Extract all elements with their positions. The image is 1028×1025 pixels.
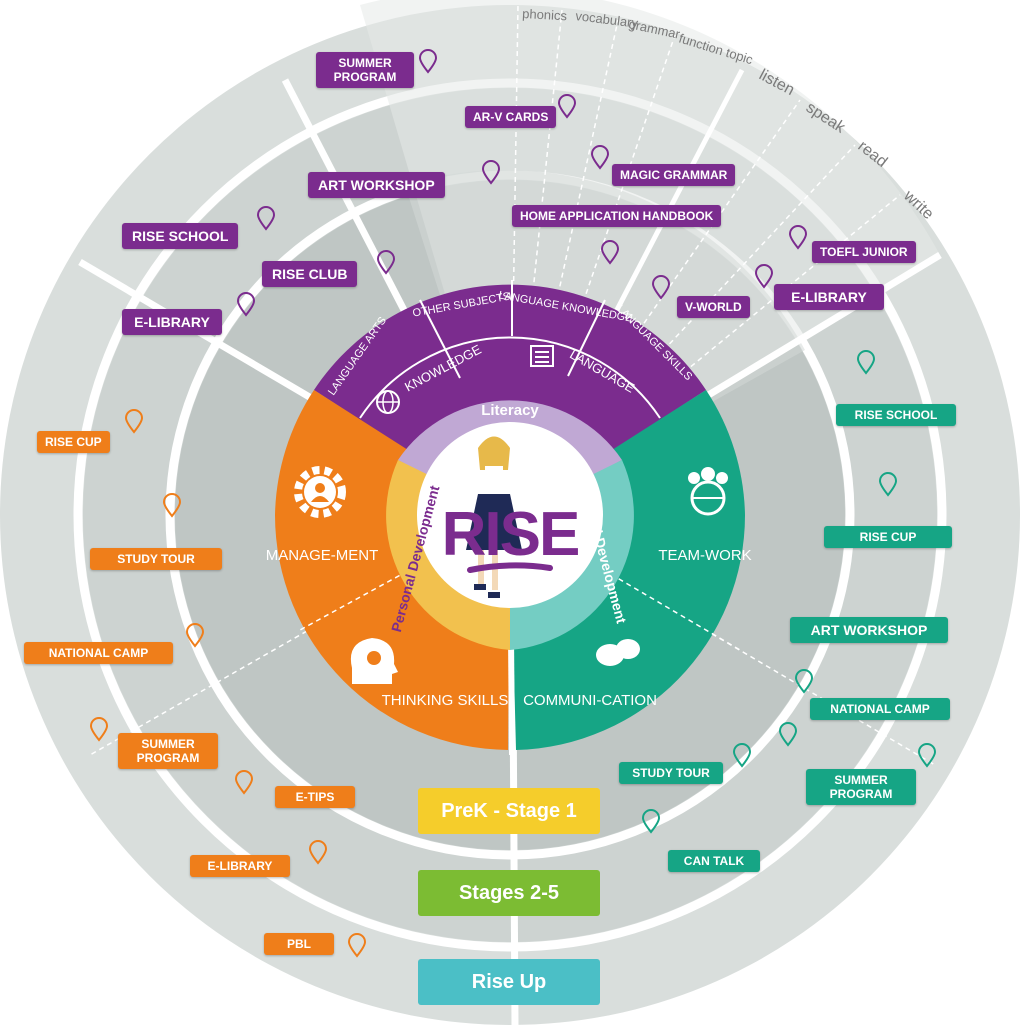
pin-icon: [185, 623, 205, 648]
tag-toefl-junior[interactable]: TOEFL JUNIOR: [812, 241, 916, 263]
gear-icon: [294, 466, 346, 518]
pin-icon: [124, 409, 144, 434]
pin-icon: [236, 292, 256, 317]
management-label: MANAGE-MENT: [266, 547, 379, 564]
tag-v-world[interactable]: V-WORLD: [677, 296, 750, 318]
globe-icon: [376, 390, 400, 414]
tag-e-library-right[interactable]: E-LIBRARY: [774, 284, 884, 310]
tag-national-camp-orange[interactable]: NATIONAL CAMP: [24, 642, 173, 664]
teamwork-label: TEAM-WORK: [658, 547, 751, 564]
language-seg-line-3: [567, 299, 606, 377]
pin-icon: [308, 840, 328, 865]
tag-rise-school-purple[interactable]: RISE SCHOOL: [122, 223, 239, 249]
literacy-label: Literacy: [481, 402, 539, 419]
thinking-skills-label: THINKING SKILLS: [382, 692, 509, 709]
tag-summer-program-purple[interactable]: SUMMER PROGRAM: [316, 52, 414, 88]
stage-prek-button[interactable]: PreK - Stage 1: [418, 788, 600, 834]
skill-phonics: phonics: [522, 6, 568, 23]
pin-icon: [651, 275, 671, 300]
pin-icon: [600, 240, 620, 265]
pin-icon: [557, 94, 577, 119]
tag-e-tips[interactable]: E-TIPS: [275, 786, 355, 808]
tag-study-tour-orange[interactable]: STUDY TOUR: [90, 548, 222, 570]
tag-pbl[interactable]: PBL: [264, 933, 334, 955]
tag-magic-grammar[interactable]: MAGIC GRAMMAR: [612, 164, 736, 186]
rise-logo: RISE: [442, 500, 579, 569]
stage-rise-up-button[interactable]: Rise Up: [418, 959, 600, 1005]
pin-icon: [917, 743, 937, 768]
team-icon: [688, 467, 728, 516]
pin-icon: [347, 933, 367, 958]
tag-rise-cup-teal[interactable]: RISE CUP: [824, 526, 952, 548]
tag-e-library-orange[interactable]: E-LIBRARY: [190, 855, 290, 877]
thinking-head-icon: [350, 638, 398, 684]
tag-home-application-handbook[interactable]: HOME APPLICATION HANDBOOK: [512, 205, 722, 227]
document-icon: [530, 345, 554, 367]
pin-icon: [481, 160, 501, 185]
chat-icon: [596, 639, 640, 666]
tag-rise-club[interactable]: RISE CLUB: [262, 261, 358, 287]
pin-markers: [89, 49, 937, 958]
tag-summer-program-orange[interactable]: SUMMER PROGRAM: [118, 733, 218, 769]
rise-logo-swoosh: [467, 562, 553, 573]
communication-label: COMMUNI-CATION: [523, 692, 657, 709]
tag-arv-cards[interactable]: AR-V CARDS: [465, 106, 557, 128]
language-arc-inner-line: [359, 336, 661, 419]
tag-rise-cup-orange[interactable]: RISE CUP: [37, 431, 110, 453]
tag-can-talk[interactable]: CAN TALK: [668, 850, 760, 872]
pin-icon: [162, 493, 182, 518]
tag-national-camp-teal[interactable]: NATIONAL CAMP: [810, 698, 950, 720]
pin-icon: [590, 145, 610, 170]
tag-summer-program-teal[interactable]: SUMMER PROGRAM: [806, 769, 916, 805]
pin-icon: [794, 669, 814, 694]
pin-icon: [778, 722, 798, 747]
language-arc: [314, 284, 706, 462]
pin-icon: [878, 472, 898, 497]
tag-e-library-left[interactable]: E-LIBRARY: [122, 309, 222, 335]
pin-icon: [856, 350, 876, 375]
pin-icon: [376, 250, 396, 275]
pin-icon: [256, 206, 276, 231]
tag-art-workshop-purple[interactable]: ART WORKSHOP: [308, 172, 445, 198]
pin-icon: [418, 49, 438, 74]
pin-icon: [754, 264, 774, 289]
language-seg-line-1: [419, 299, 461, 379]
tag-art-workshop-teal[interactable]: ART WORKSHOP: [790, 617, 948, 643]
pin-icon: [89, 717, 109, 742]
tag-rise-school-teal[interactable]: RISE SCHOOL: [836, 404, 956, 426]
tag-study-tour-teal[interactable]: STUDY TOUR: [619, 762, 723, 784]
pin-icon: [234, 770, 254, 795]
pin-icon: [732, 743, 752, 768]
pin-icon: [788, 225, 808, 250]
stage-2-5-button[interactable]: Stages 2-5: [418, 870, 600, 916]
pin-icon: [641, 809, 661, 834]
